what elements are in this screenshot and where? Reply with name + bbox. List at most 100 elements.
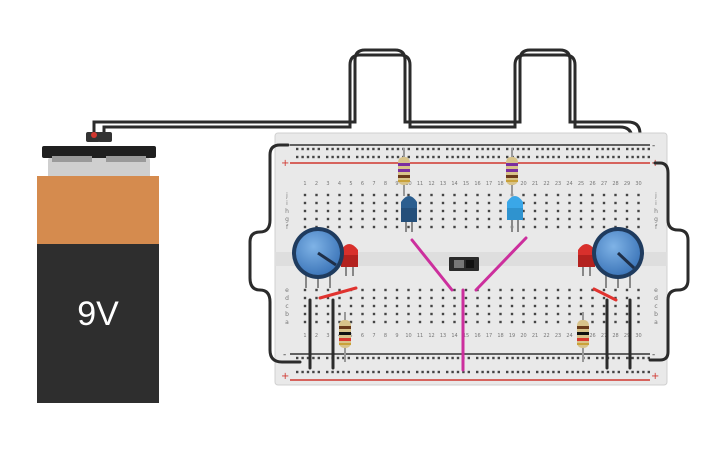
breadboard-hole[interactable] xyxy=(499,288,502,292)
rail-hole[interactable] xyxy=(516,147,520,151)
rail-hole[interactable] xyxy=(536,155,539,159)
breadboard-hole[interactable] xyxy=(338,320,341,324)
breadboard-hole[interactable] xyxy=(568,304,571,308)
rail-hole[interactable] xyxy=(296,356,299,360)
breadboard-hole[interactable] xyxy=(418,320,422,324)
breadboard-hole[interactable] xyxy=(602,304,606,308)
breadboard-hole[interactable] xyxy=(568,193,571,197)
breadboard-hole[interactable] xyxy=(361,201,364,205)
breadboard-hole[interactable] xyxy=(384,288,387,292)
breadboard-hole[interactable] xyxy=(637,193,640,197)
breadboard-hole[interactable] xyxy=(568,225,571,229)
breadboard-hole[interactable] xyxy=(522,225,525,229)
breadboard-hole[interactable] xyxy=(499,320,502,324)
rail-hole[interactable] xyxy=(356,155,359,159)
rail-hole[interactable] xyxy=(527,147,530,151)
rail-hole[interactable] xyxy=(636,370,640,374)
rail-hole[interactable] xyxy=(486,147,490,151)
rail-hole[interactable] xyxy=(612,155,615,159)
breadboard-hole[interactable] xyxy=(614,296,617,300)
rail-hole[interactable] xyxy=(312,147,315,151)
rail-hole[interactable] xyxy=(416,370,419,374)
breadboard-hole[interactable] xyxy=(637,296,640,300)
resistor-bottom-left[interactable] xyxy=(339,312,351,362)
breadboard-hole[interactable] xyxy=(614,312,617,316)
led-cyan-right[interactable] xyxy=(507,196,523,232)
breadboard-hole[interactable] xyxy=(326,201,330,205)
rail-hole[interactable] xyxy=(541,370,544,374)
rail-hole[interactable] xyxy=(432,155,435,159)
breadboard-hole[interactable] xyxy=(476,320,479,324)
rail-hole[interactable] xyxy=(421,370,424,374)
breadboard-hole[interactable] xyxy=(407,225,410,229)
rail-hole[interactable] xyxy=(506,370,509,374)
breadboard-hole[interactable] xyxy=(453,201,456,205)
breadboard-hole[interactable] xyxy=(315,225,318,229)
breadboard-hole[interactable] xyxy=(533,201,537,205)
rail-hole[interactable] xyxy=(296,147,299,151)
breadboard-hole[interactable] xyxy=(591,193,594,197)
breadboard-hole[interactable] xyxy=(637,209,640,213)
breadboard-hole[interactable] xyxy=(430,304,433,308)
breadboard-hole[interactable] xyxy=(510,312,514,316)
rail-hole[interactable] xyxy=(372,155,375,159)
breadboard-hole[interactable] xyxy=(476,225,479,229)
breadboard-hole[interactable] xyxy=(407,320,410,324)
breadboard-hole[interactable] xyxy=(326,288,330,292)
breadboard-hole[interactable] xyxy=(315,209,318,213)
breadboard-hole[interactable] xyxy=(464,201,468,205)
breadboard-hole[interactable] xyxy=(303,209,307,213)
rail-hole[interactable] xyxy=(462,370,465,374)
breadboard-hole[interactable] xyxy=(372,209,376,213)
breadboard-hole[interactable] xyxy=(579,193,583,197)
breadboard-hole[interactable] xyxy=(637,288,640,292)
rail-hole[interactable] xyxy=(642,155,645,159)
breadboard-hole[interactable] xyxy=(430,312,433,316)
breadboard-hole[interactable] xyxy=(407,304,410,308)
rail-hole[interactable] xyxy=(566,147,569,151)
rail-hole[interactable] xyxy=(596,356,599,360)
breadboard-hole[interactable] xyxy=(361,217,364,221)
rail-hole[interactable] xyxy=(587,370,590,374)
breadboard-hole[interactable] xyxy=(384,320,387,324)
breadboard-hole[interactable] xyxy=(533,193,537,197)
breadboard-hole[interactable] xyxy=(556,193,560,197)
rail-hole[interactable] xyxy=(306,370,310,374)
rail-hole[interactable] xyxy=(342,155,345,159)
breadboard-hole[interactable] xyxy=(315,304,318,308)
breadboard-hole[interactable] xyxy=(464,288,468,292)
rail-hole[interactable] xyxy=(566,356,569,360)
breadboard-hole[interactable] xyxy=(326,225,330,229)
rail-hole[interactable] xyxy=(606,370,610,374)
rail-hole[interactable] xyxy=(596,155,599,159)
breadboard-hole[interactable] xyxy=(614,320,617,324)
breadboard-hole[interactable] xyxy=(303,296,307,300)
rail-hole[interactable] xyxy=(516,356,520,360)
breadboard-hole[interactable] xyxy=(614,217,617,221)
breadboard-hole[interactable] xyxy=(522,209,525,213)
breadboard-hole[interactable] xyxy=(579,312,583,316)
breadboard-hole[interactable] xyxy=(349,209,353,213)
breadboard-hole[interactable] xyxy=(602,288,606,292)
breadboard-hole[interactable] xyxy=(637,225,640,229)
breadboard-hole[interactable] xyxy=(591,209,594,213)
breadboard-hole[interactable] xyxy=(349,304,353,308)
breadboard-hole[interactable] xyxy=(384,201,387,205)
ground-loop-wires[interactable] xyxy=(248,143,690,364)
breadboard-hole[interactable] xyxy=(395,312,399,316)
breadboard-hole[interactable] xyxy=(453,193,456,197)
rail-hole[interactable] xyxy=(451,155,454,159)
rail-hole[interactable] xyxy=(416,155,419,159)
breadboard-hole[interactable] xyxy=(591,225,594,229)
breadboard-hole[interactable] xyxy=(568,312,571,316)
rail-hole[interactable] xyxy=(456,370,460,374)
rail-hole[interactable] xyxy=(342,370,345,374)
breadboard-hole[interactable] xyxy=(372,296,376,300)
breadboard-hole[interactable] xyxy=(418,304,422,308)
battery-9v[interactable]: 9V xyxy=(37,132,159,403)
breadboard-hole[interactable] xyxy=(637,201,640,205)
rail-hole[interactable] xyxy=(557,356,560,360)
rail-hole[interactable] xyxy=(557,147,560,151)
breadboard-hole[interactable] xyxy=(453,225,456,229)
rail-hole[interactable] xyxy=(522,356,525,360)
